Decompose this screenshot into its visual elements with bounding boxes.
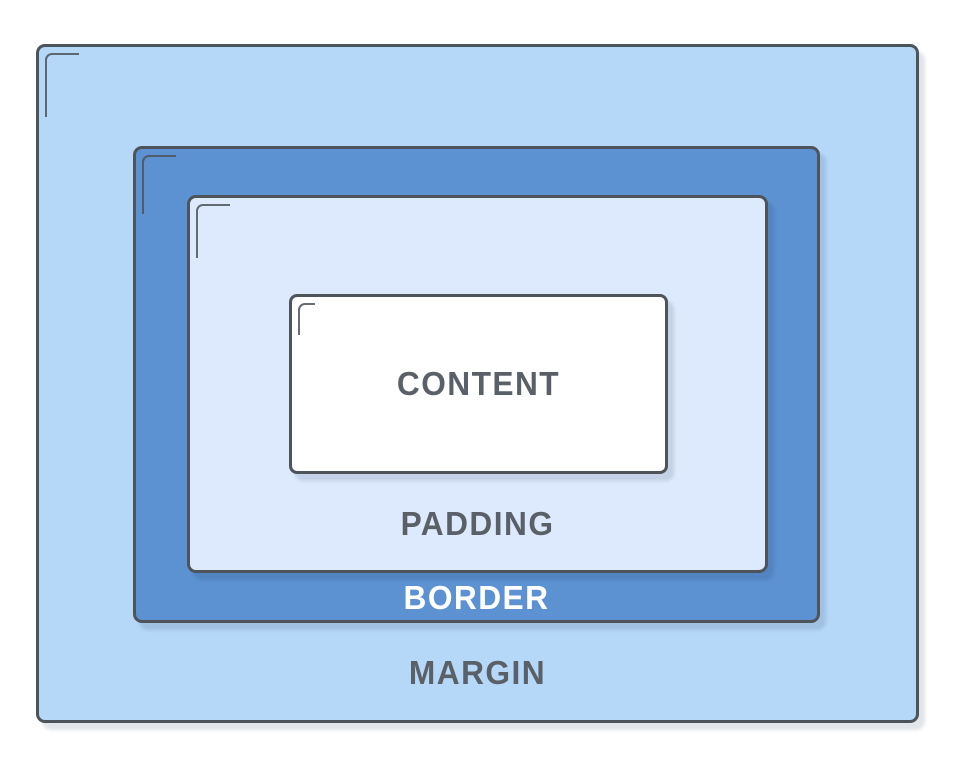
content-box xyxy=(289,294,668,474)
margin-corner-mark xyxy=(45,53,79,117)
content-corner-mark xyxy=(298,303,315,335)
border-corner-mark xyxy=(142,155,176,214)
padding-corner-mark xyxy=(196,204,230,258)
